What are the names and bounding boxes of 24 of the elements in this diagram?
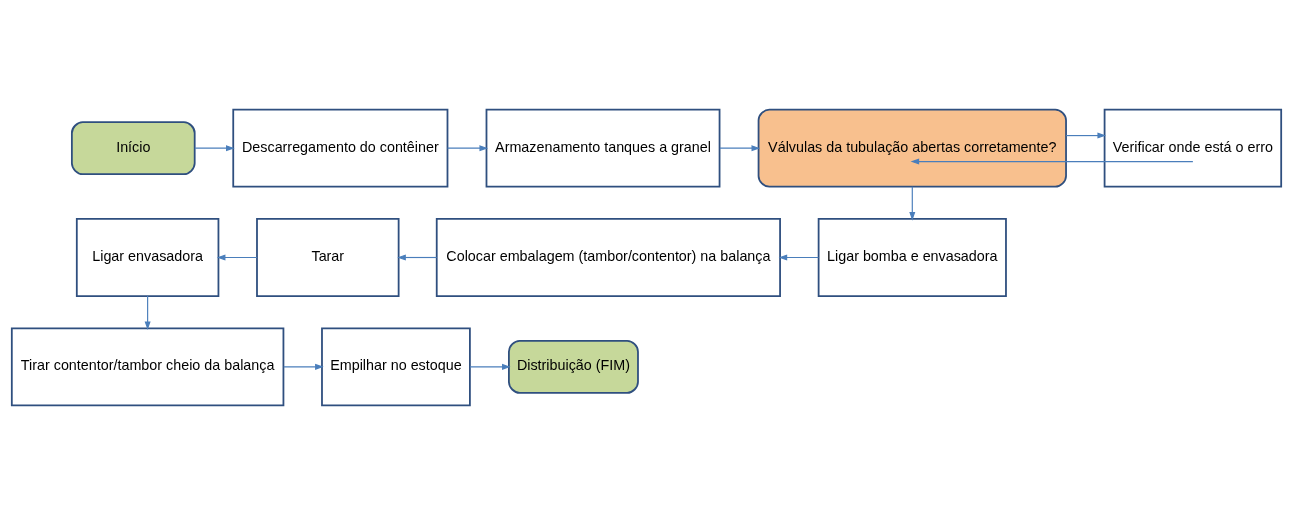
arrow [719, 144, 761, 151]
node-box: Verificar onde está o erro [1103, 108, 1283, 188]
arrow [909, 185, 916, 221]
node-box: Empilhar no estoque [321, 326, 471, 406]
node-box: Colocar embalagem (tambor/contentor) na balança [435, 217, 781, 297]
arrow [469, 363, 511, 370]
node-box: Ligar envasadora [75, 217, 220, 297]
node-box: Início [71, 120, 196, 175]
arrow [194, 144, 235, 151]
node-box: Armazenamento tanques a granel [485, 108, 721, 188]
node-box: Tirar contentor/tambor cheio da balança [10, 326, 285, 406]
arrow [1065, 132, 1107, 139]
arrow [283, 363, 324, 370]
arrow [216, 253, 258, 261]
arrow [447, 144, 489, 151]
arrow [144, 294, 151, 330]
node-box: Ligar bomba e envasadora [817, 217, 1007, 297]
arrow [778, 253, 819, 261]
arrow [397, 253, 438, 261]
node-box: Distribuição (FIM) [508, 339, 639, 394]
node-box: Tarar [256, 217, 400, 297]
arrow [910, 158, 1194, 165]
node-box: Descarregamento do contêiner [232, 108, 449, 188]
node-box: Válvulas da tubulação abertas corretamente? [757, 108, 1067, 188]
